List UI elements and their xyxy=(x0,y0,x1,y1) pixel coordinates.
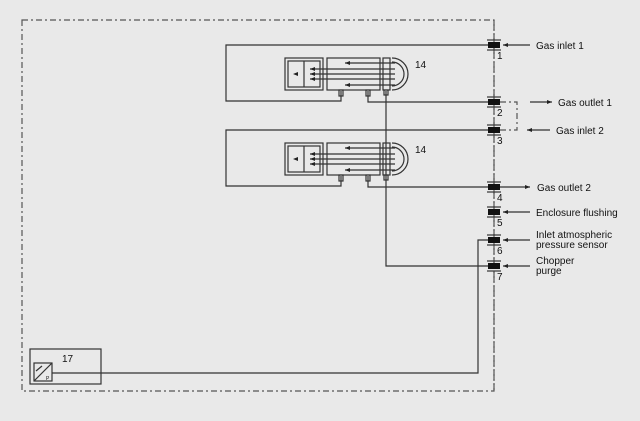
port-1: 1 Gas inlet 1 xyxy=(487,39,584,62)
port-number: 5 xyxy=(497,218,503,229)
port-4: 4 Gas outlet 2 xyxy=(487,181,591,204)
source-dome xyxy=(391,142,409,176)
pressure-sensor-line xyxy=(52,239,494,374)
port-label: Gas outlet 2 xyxy=(537,183,591,194)
analyzer-module-2: 14 xyxy=(284,142,427,182)
port-number: 3 xyxy=(497,136,503,147)
port-2: 2 Gas outlet 1 xyxy=(487,96,612,119)
port-label: pressure sensor xyxy=(536,240,608,251)
sensor-icon-letter: P xyxy=(46,376,50,382)
connector xyxy=(488,42,500,48)
port-number: 6 xyxy=(497,246,503,257)
inlet-2-line xyxy=(225,129,494,187)
analyzer-module-1: 14 xyxy=(284,57,427,97)
port-label: Inlet atmospheric xyxy=(536,230,612,241)
source-dome xyxy=(391,57,409,91)
port-number: 1 xyxy=(497,51,503,62)
port-label: purge xyxy=(536,266,562,277)
sensor-label: 17 xyxy=(62,354,74,365)
port-3: 3 Gas inlet 2 xyxy=(487,124,604,147)
pressure-transducer-icon: P xyxy=(33,362,53,382)
module-label: 14 xyxy=(415,60,427,71)
port-label: Gas inlet 1 xyxy=(536,41,584,52)
pressure-sensor-17: 17 P xyxy=(29,348,102,385)
port-number: 2 xyxy=(497,108,503,119)
connector xyxy=(488,237,500,243)
outlet-1-line xyxy=(367,91,494,103)
connector xyxy=(488,127,500,133)
connector xyxy=(488,184,500,190)
module-label: 14 xyxy=(415,145,427,156)
port-number: 7 xyxy=(497,272,503,283)
outlet-2-line xyxy=(367,176,494,188)
sensor-box xyxy=(29,348,102,385)
connector xyxy=(488,263,500,269)
port-label: Enclosure flushing xyxy=(536,208,618,219)
port-number: 4 xyxy=(497,193,503,204)
port-5: 5 Enclosure flushing xyxy=(487,206,618,229)
enclosure-boundary xyxy=(21,19,495,392)
chopper-purge-line xyxy=(385,91,494,267)
connector xyxy=(488,99,500,105)
connector xyxy=(488,209,500,215)
outlet1-inlet2-bracket xyxy=(500,101,518,131)
port-label: Gas outlet 1 xyxy=(558,98,612,109)
port-label: Gas inlet 2 xyxy=(556,126,604,137)
port-label: Chopper xyxy=(536,256,575,267)
inlet-1-line xyxy=(225,44,494,102)
